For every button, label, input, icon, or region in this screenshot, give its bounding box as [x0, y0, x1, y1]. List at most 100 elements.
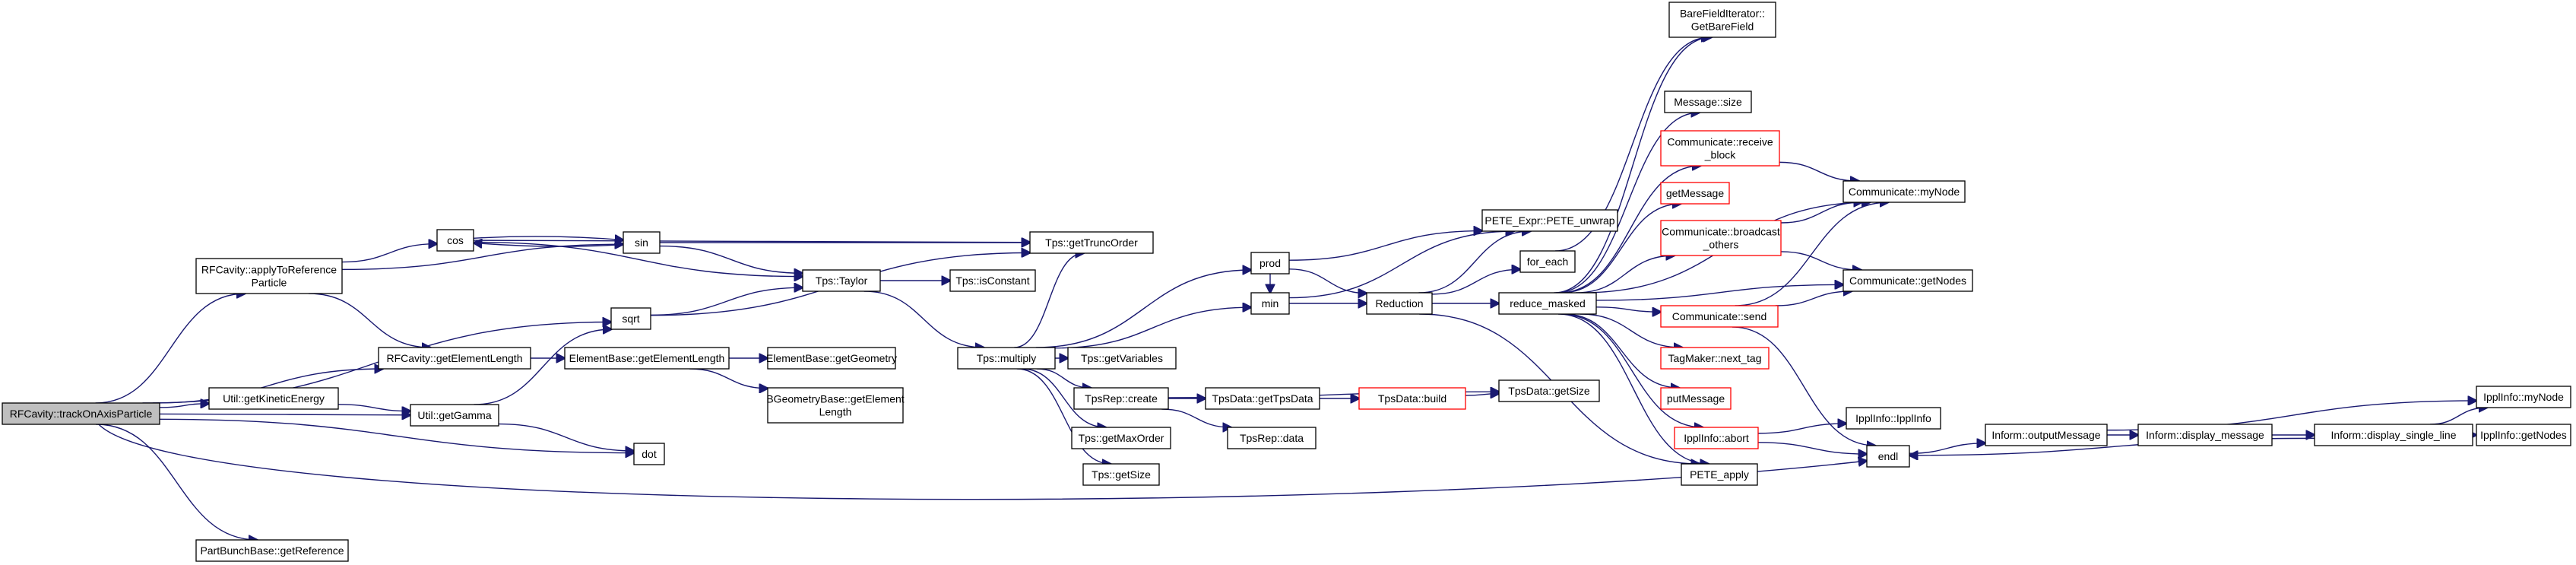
node-getVars[interactable]: Tps::getVariables [1067, 347, 1177, 370]
node-sqrt[interactable]: sqrt [610, 307, 651, 330]
edge-root-to-getElementLength [152, 369, 383, 404]
node-box [1660, 347, 1770, 370]
node-endl[interactable]: endl [1866, 445, 1910, 468]
node-reduceMasked[interactable]: reduce_masked [1498, 292, 1597, 315]
node-label: IpplInfo::IpplInfo [1855, 412, 1931, 424]
edge-cos-to-sin [473, 236, 623, 240]
edge-send-to-endl [1732, 326, 1875, 446]
node-bgeom[interactable]: BGeometryBase::getElementLength [766, 387, 905, 424]
node-truncorder[interactable]: Tps::getTruncOrder [1029, 231, 1154, 254]
node-cos[interactable]: cos [436, 229, 474, 252]
edge-multiply-to-min [1054, 307, 1251, 349]
node-getElementLength[interactable]: RFCavity::getElementLength [378, 347, 531, 370]
node-min[interactable]: min [1250, 292, 1290, 315]
edge-prod-to-reduction [1288, 268, 1367, 294]
node-box [1071, 427, 1171, 449]
node-unwrap[interactable]: PETE_Expr::PETE_unwrap [1481, 209, 1618, 232]
node-root[interactable]: RFCavity::trackOnAxisParticle [2, 402, 160, 425]
node-label: min [1262, 297, 1279, 309]
node-abort[interactable]: IpplInfo::abort [1674, 427, 1759, 449]
edge-reduceMasked-to-broadcast [1576, 256, 1675, 294]
node-box [949, 269, 1036, 292]
node-label: Particle [252, 277, 287, 289]
node-box [2, 402, 160, 425]
node-peteApply[interactable]: PETE_apply [1681, 463, 1758, 486]
node-box [1866, 445, 1910, 468]
node-foreach[interactable]: for_each [1519, 250, 1576, 273]
node-broadcast[interactable]: Communicate::broadcast_others [1660, 220, 1782, 256]
node-tpsGetSize[interactable]: Tps::getSize [1082, 463, 1160, 486]
node-dot[interactable]: dot [633, 443, 665, 465]
node-build[interactable]: TpsData::build [1358, 387, 1466, 410]
node-sin[interactable]: sin [623, 231, 661, 254]
edge-ebLength-to-bgeom [689, 368, 768, 389]
node-maxorder[interactable]: Tps::getMaxOrder [1071, 427, 1171, 449]
node-box [767, 387, 904, 424]
edge-multiply-to-repCreate [1036, 368, 1091, 388]
node-label: endl [1878, 450, 1898, 462]
node-ebGeom[interactable]: ElementBase::getGeometry [766, 347, 897, 370]
node-displayMsg[interactable]: Inform::display_message [2137, 424, 2273, 446]
node-reduction[interactable]: Reduction [1366, 292, 1433, 315]
node-box [610, 307, 651, 330]
node-box [1366, 292, 1433, 315]
edge-root-to-kinetic [159, 404, 209, 408]
node-outputMsg[interactable]: Inform::outputMessage [1985, 424, 2108, 446]
node-label: Tps::multiply [977, 352, 1037, 364]
node-partbunch[interactable]: PartBunchBase::getReference [195, 539, 349, 562]
node-label: _block [1704, 149, 1736, 161]
edge-abort-to-ipplInfo [1757, 424, 1846, 434]
node-gamma[interactable]: Util::getGamma [410, 404, 499, 427]
node-repCreate[interactable]: TpsRep::create [1073, 387, 1169, 410]
node-getsize[interactable]: TpsData::getSize [1498, 379, 1600, 402]
edge-root-to-endl [98, 424, 1867, 500]
node-label: Communicate::myNode [1849, 186, 1960, 198]
node-getNodes[interactable]: Communicate::getNodes [1842, 269, 1973, 292]
node-putMessage[interactable]: putMessage [1660, 387, 1732, 410]
node-box [378, 347, 531, 370]
node-box [1668, 2, 1776, 38]
node-box [767, 347, 896, 370]
edge-sqrt-to-taylor [650, 287, 803, 316]
node-multiply[interactable]: Tps::multiply [957, 347, 1056, 370]
node-box [1205, 387, 1320, 410]
node-label: Communicate::broadcast [1662, 226, 1780, 238]
node-label: Length [819, 406, 852, 418]
node-box [208, 387, 339, 410]
node-nextTag[interactable]: TagMaker::next_tag [1660, 347, 1770, 370]
node-ipplInfo[interactable]: IpplInfo::IpplInfo [1846, 407, 1941, 430]
node-bareField[interactable]: BareFieldIterator::GetBareField [1668, 2, 1776, 38]
node-label: Inform::display_single_line [2331, 429, 2457, 441]
node-singleLine[interactable]: Inform::display_single_line [2314, 424, 2473, 446]
node-isconstant[interactable]: Tps::isConstant [949, 269, 1036, 292]
node-ipMyNode[interactable]: IpplInfo::myNode [2476, 386, 2571, 408]
node-prod[interactable]: prod [1250, 252, 1290, 275]
node-kinetic[interactable]: Util::getKineticEnergy [208, 387, 339, 410]
node-label: cos [447, 234, 464, 246]
node-box [195, 539, 349, 562]
edge-endl-to-outputMsg [1909, 443, 1985, 454]
node-box [1660, 220, 1782, 256]
node-myNode[interactable]: Communicate::myNode [1842, 180, 1966, 203]
node-box [1358, 387, 1466, 410]
node-taylor[interactable]: Tps::Taylor [802, 269, 881, 292]
node-label: PETE_apply [1690, 468, 1749, 481]
node-repData[interactable]: TpsRep::data [1227, 427, 1317, 449]
node-ipGetNodes[interactable]: IpplInfo::getNodes [2476, 424, 2571, 446]
node-box [1681, 463, 1758, 486]
edge-reduceMasked-to-getMessage [1561, 204, 1681, 294]
node-ebLength[interactable]: ElementBase::getElementLength [564, 347, 730, 370]
node-tpsdata[interactable]: TpsData::getTpsData [1205, 387, 1320, 410]
node-label: prod [1259, 257, 1281, 269]
edge-multiply-to-maxorder [1022, 368, 1106, 427]
node-msgSize[interactable]: Message::size [1664, 90, 1752, 113]
edge-reduceMasked-to-putMessage [1564, 313, 1679, 388]
node-send[interactable]: Communicate::send [1660, 305, 1779, 328]
node-receive[interactable]: Communicate::receive_block [1660, 130, 1780, 167]
node-label: Message::size [1674, 96, 1742, 108]
edge-broadcast-to-getNodes [1780, 251, 1862, 270]
node-getMessage[interactable]: getMessage [1660, 182, 1730, 205]
node-box [2314, 424, 2473, 446]
edge-min-to-unwrap [1288, 231, 1514, 299]
